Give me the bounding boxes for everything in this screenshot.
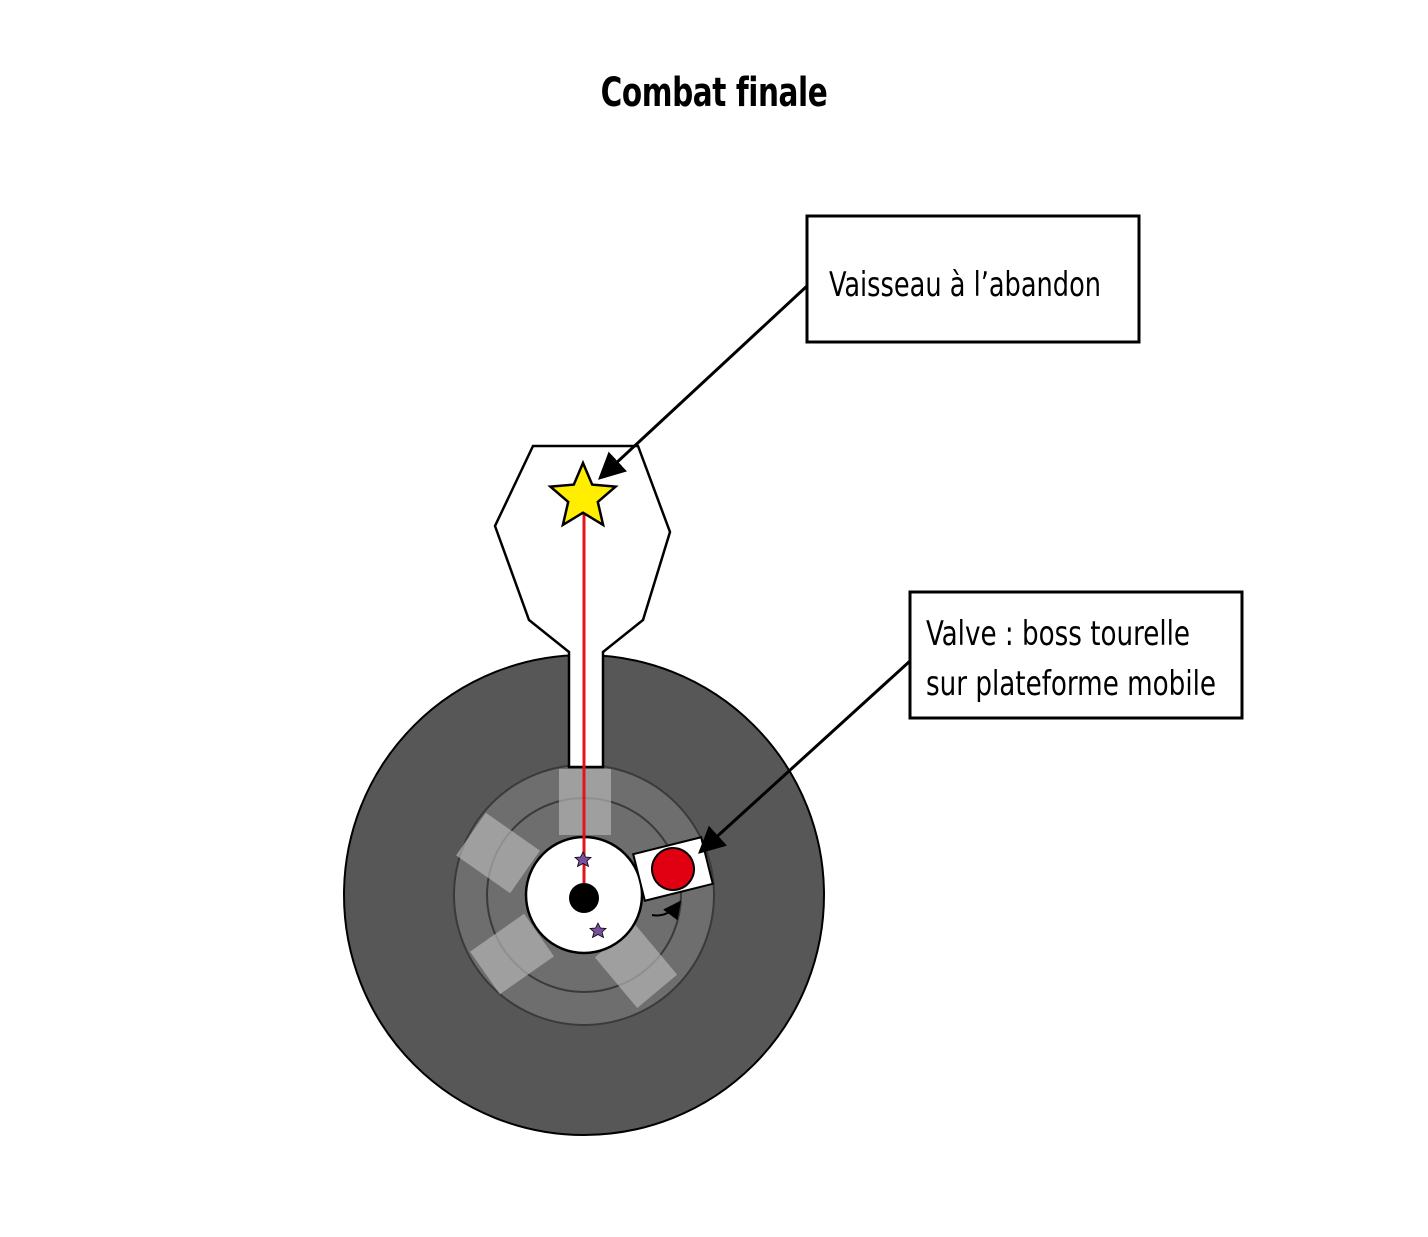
ship-callout-arrow [598,284,809,480]
hub-core [569,883,599,913]
ship-callout-label: Vaisseau à l’abandon [829,265,1101,305]
boss-callout-line1: Valve : boss tourelle [926,614,1190,654]
boss-callout-arrow [698,659,912,854]
ship-callout-box [805,214,1141,344]
small-star-icon [589,922,607,939]
boss-callout-box [908,590,1244,720]
small-star-icon [574,851,592,868]
page-title: Combat finale [600,70,828,116]
boss-turret [632,836,714,902]
platform-upper-left [456,812,540,894]
mobile-platforms [456,769,678,1008]
platform-lower-left [470,913,554,995]
star-icon [547,459,619,528]
boss-small-arrow [651,900,682,921]
boss-callout-line2: sur plateforme mobile [926,664,1216,704]
red-circle [651,847,695,891]
